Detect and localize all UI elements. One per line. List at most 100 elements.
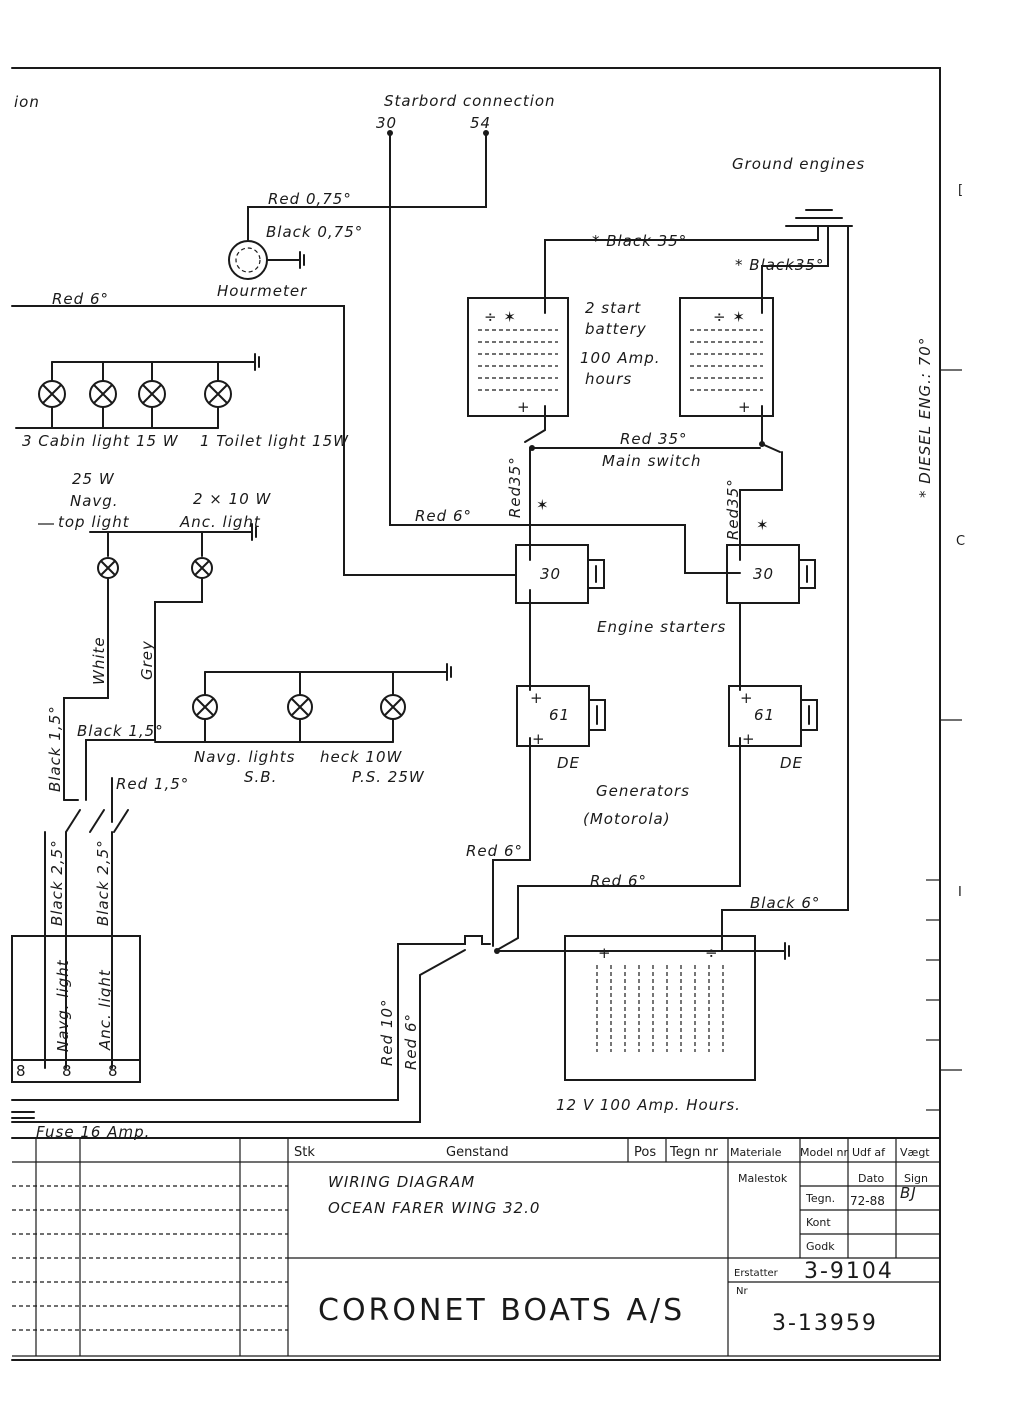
header-stk: Stk [294,1145,315,1160]
label-red-075: Red 0,75° [268,190,352,208]
label-battery-l1: 2 start [585,299,641,317]
label-red6-lower: Red 6° [590,872,647,890]
label-navg-light-v: Navg. light [54,959,72,1052]
hourmeter-icon [228,240,268,280]
label-anc-light: Anc. light [179,513,261,531]
value-tegn-sign: BJ [900,1184,917,1202]
label-sb: S.B. [244,768,277,786]
navigation-lamp-icon [192,694,406,720]
svg-text:+: + [532,730,546,748]
label-fuse: Fuse 16 Amp. [36,1123,150,1141]
label-motorola: (Motorola) [583,810,671,828]
label-nr: Nr [736,1286,748,1297]
label-red35-main: Red 35° [620,430,688,448]
label-ground-engines: Ground engines [732,155,865,173]
label-battery-l4: hours [585,370,632,388]
label-hourmeter: Hourmeter [217,282,307,300]
value-tegn-date: 72-88 [850,1194,885,1208]
svg-text:÷: ÷ [705,944,719,962]
title-block [11,1137,941,1357]
label-anc-light-v: Anc. light [96,969,114,1051]
svg-text:+: + [598,944,612,962]
terminal-30: 30 [376,114,397,132]
terminal-54: 54 [470,114,491,132]
label-black15-h: Black 1,5° [77,722,164,740]
svg-text:[: [ [958,183,963,198]
drawing-title-1: WIRING DIAGRAM [328,1173,475,1191]
label-tegn: Tegn. [805,1192,835,1205]
generator-61-left: 61 [549,706,570,724]
terminal-8c: 8 [108,1062,119,1080]
label-red6-top: Red 6° [52,290,109,308]
label-dato: Dato [858,1172,885,1185]
header-tegn: Tegn nr [669,1145,719,1160]
main-battery [564,935,756,1081]
terminal-8a: 8 [16,1062,27,1080]
label-kont: Kont [806,1216,831,1229]
label-de-left: DE [557,754,580,772]
label-toilet-light: 1 Toilet light 15W [200,432,349,450]
svg-text:✶: ✶ [756,516,770,534]
label-grey: Grey [138,640,156,680]
label-red6-mid: Red 6° [415,507,472,525]
label-main-switch: Main switch [602,452,701,470]
label-godk: Godk [806,1240,835,1253]
label-ps: P.S. 25W [352,768,425,786]
lamp-icon [38,380,232,408]
value-drawing-number: 3-13959 [772,1311,878,1336]
svg-text:+: + [530,689,544,707]
svg-text:I: I [958,885,962,900]
label-battery-l3: 100 Amp. [580,349,661,367]
starter-terminal-30-left: 30 [540,565,561,583]
svg-text:+: + [740,689,754,707]
label-heck: heck 10W [320,748,403,766]
starter-terminal-30-right: 30 [753,565,774,583]
generator-61-right: 61 [754,706,775,724]
header-model: Model nr [800,1146,848,1159]
svg-text:+: + [738,398,752,416]
label-battery-l2: battery [585,320,647,338]
label-navg: Navg. [70,492,119,510]
start-battery-2 [679,297,774,417]
label-malestok: Malestok [738,1172,788,1185]
label-red15: Red 1,5° [116,775,189,793]
label-red10: Red 10° [378,998,396,1066]
sheet-border [11,67,941,1361]
svg-text:÷ ✶: ÷ ✶ [713,308,746,326]
svg-text:✶: ✶ [536,496,550,514]
label-black-075: Black 0,75° [266,223,363,241]
label-black6: Black 6° [750,894,820,912]
label-erstatter: Erstatter [734,1268,779,1279]
label-main-battery: 12 V 100 Amp. Hours. [556,1096,741,1114]
header-pos: Pos [634,1145,656,1160]
header-genstand: Genstand [446,1145,509,1160]
label-engine-starters: Engine starters [597,618,726,636]
terminal-box [11,935,141,1083]
label-red6-gen: Red 6° [466,842,523,860]
label-red35-left: Red35° [506,456,524,518]
header-materiale: Materiale [730,1146,782,1159]
drawing-title-2: OCEAN FARER WING 32.0 [328,1199,540,1217]
label-generators: Generators [596,782,690,800]
svg-text:C: C [956,534,965,549]
label-de-right: DE [780,754,803,772]
label-25w: 25 W [72,470,115,488]
value-erstatter: 3-9104 [804,1259,894,1284]
label-black35-right: * Black35° [735,256,824,274]
svg-text:+: + [517,398,531,416]
label-red6-v: Red 6° [402,1013,420,1070]
label-cabin-light: 3 Cabin light 15 W [22,432,179,450]
label-diesel-eng: * DIESEL ENG.: 70° [916,337,934,498]
svg-text:+: + [742,730,756,748]
label-black35-top: * Black 35° [592,232,687,250]
label-top-light: top light [58,513,130,531]
company-name: CORONET BOATS A/S [318,1293,685,1328]
label-anc-2x10: 2 × 10 W [193,490,272,508]
label-ion: ion [14,93,40,111]
label-white: White [90,636,108,685]
header-vaegt: Vægt [900,1146,930,1159]
terminal-8b: 8 [62,1062,73,1080]
svg-text:÷ ✶: ÷ ✶ [484,308,517,326]
label-navg-lights: Navg. lights [194,748,295,766]
